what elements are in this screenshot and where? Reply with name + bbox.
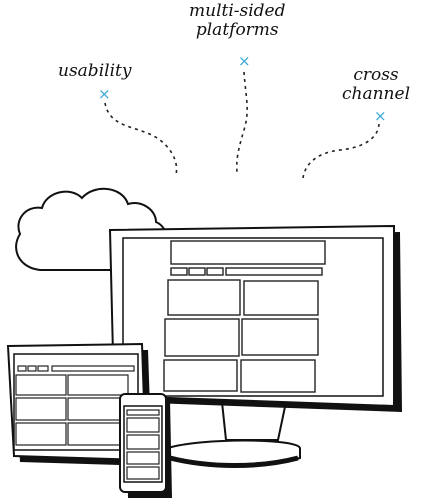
label-usability: usability: [58, 61, 132, 81]
label-multi-sided-platforms: multi-sided platforms: [189, 2, 286, 40]
desktop-wireframe: [163, 240, 326, 393]
phone-screen: [123, 405, 163, 483]
label-multi-sided-line2: platforms: [195, 20, 279, 40]
connector-usability: [104, 102, 178, 176]
dashed-connectors: [104, 71, 380, 179]
label-multi-sided-line1: multi-sided: [189, 1, 286, 21]
label-cross-channel-line2: channel: [342, 84, 410, 104]
connector-cross-channel: [302, 123, 380, 179]
phone-device: [119, 393, 172, 498]
tablet-device: [6, 342, 152, 466]
label-cross-channel-line1: cross: [353, 65, 399, 85]
cross-marker-icon: ×: [374, 107, 387, 125]
tablet-screen: [13, 353, 139, 451]
connector-multi-sided: [235, 71, 248, 173]
monitor-stand-neck: [220, 401, 288, 441]
label-cross-channel: cross channel: [342, 66, 410, 104]
desktop-monitor: [108, 224, 402, 468]
cross-marker-icon: ×: [98, 85, 111, 103]
monitor-screen: [122, 237, 384, 397]
phone-wireframe: [126, 409, 160, 480]
cross-marker-icon: ×: [238, 52, 251, 70]
